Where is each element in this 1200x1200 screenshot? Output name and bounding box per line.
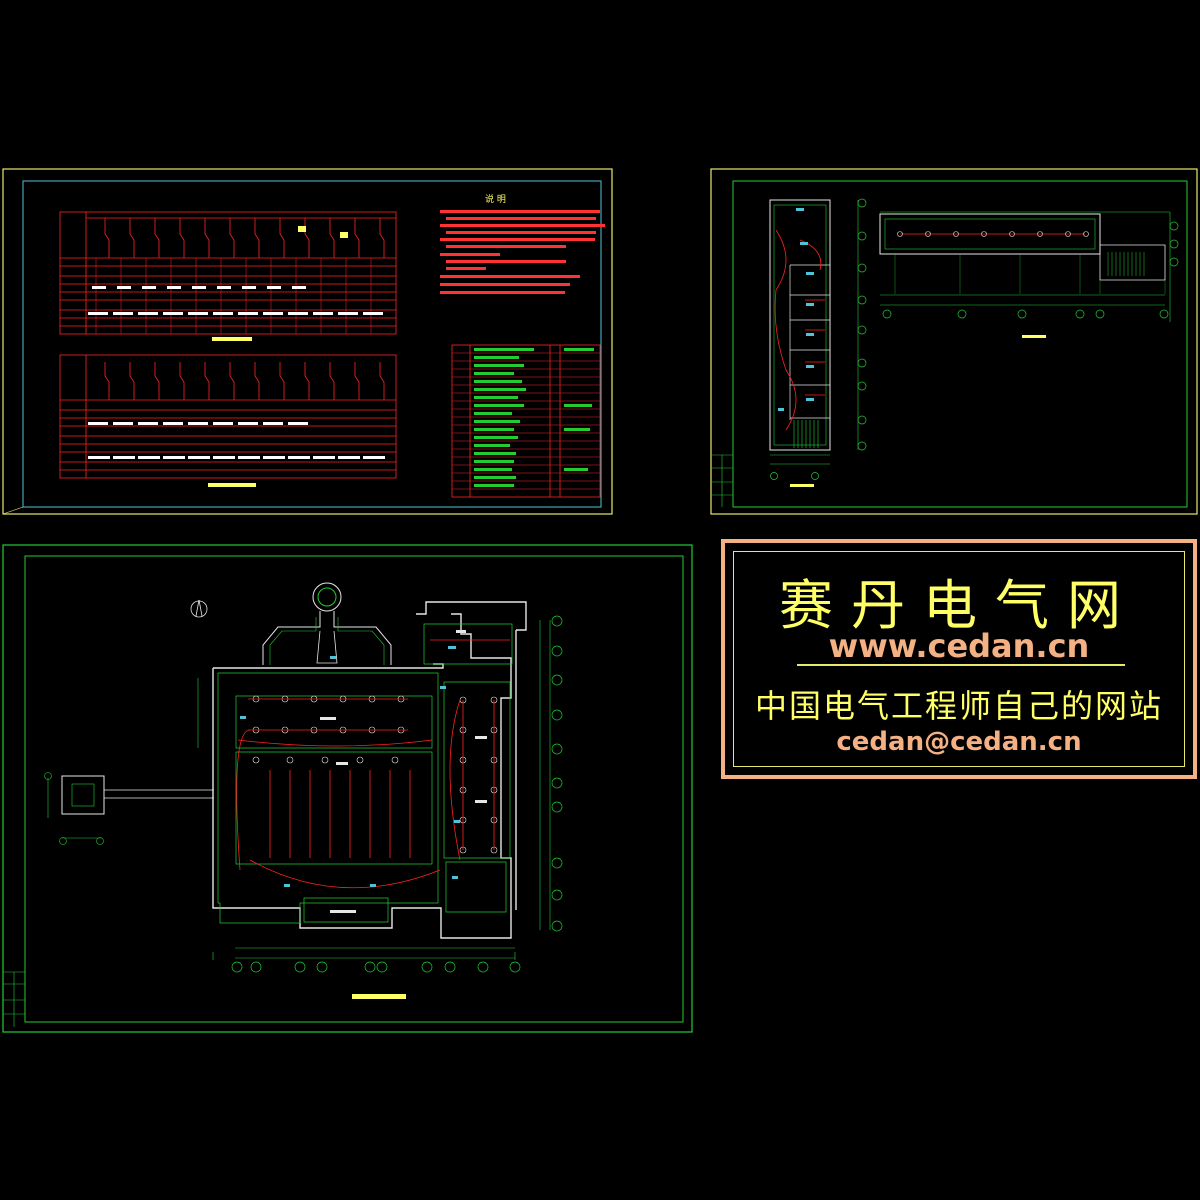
ground-plan-dimensions bbox=[197, 620, 551, 960]
main-building-outline bbox=[212, 601, 527, 939]
design-notes bbox=[440, 210, 605, 294]
vertical-wing-plan bbox=[769, 199, 859, 465]
vertical-wing-axis-bubbles bbox=[770, 198, 867, 480]
symbol-legend-table bbox=[451, 344, 601, 498]
main-building-inner-walls bbox=[217, 623, 513, 924]
brand-watermark: 赛丹电气网 www.cedan.cn 中国电气工程师自己的网站 cedan@ce… bbox=[721, 539, 1197, 779]
room-labels bbox=[320, 630, 487, 913]
ground-plan-axis-bubbles bbox=[231, 615, 563, 973]
panel-schedule-lower-cell-text bbox=[88, 422, 385, 459]
vertical-wing-fixtures bbox=[778, 208, 814, 411]
ground-plan-caption bbox=[352, 994, 406, 999]
wing-plan-sheet bbox=[710, 168, 1198, 515]
lower-schedule-caption bbox=[208, 483, 256, 487]
annex-building bbox=[44, 772, 214, 845]
panel-schedule-upper-circuits bbox=[95, 218, 385, 334]
lighting-wiring bbox=[236, 639, 510, 889]
brand-divider bbox=[797, 664, 1125, 666]
notes-heading: 说 明 bbox=[485, 193, 506, 205]
horizontal-wing-plan bbox=[879, 211, 1171, 322]
north-arrow bbox=[190, 599, 208, 618]
brand-title: 赛丹电气网 bbox=[779, 574, 1139, 637]
ground-title-block bbox=[3, 971, 25, 1027]
rotunda-entrance bbox=[262, 582, 392, 665]
brand-url: www.cedan.cn bbox=[828, 627, 1090, 665]
wing-title-block bbox=[711, 454, 733, 507]
panel-schedule-lower bbox=[59, 354, 397, 479]
horizontal-wing-axis-bubbles bbox=[882, 221, 1179, 319]
legend-green-entries bbox=[474, 348, 594, 487]
ground-plan-sheet bbox=[2, 544, 693, 1033]
fixture-labels bbox=[240, 646, 460, 887]
panel-schedule-upper bbox=[59, 211, 397, 335]
system-diagram-sheet: 说 明 bbox=[2, 168, 613, 515]
upper-schedule-caption bbox=[212, 337, 252, 341]
brand-slogan: 中国电气工程师自己的网站 bbox=[754, 687, 1163, 725]
horizontal-wing-fixtures bbox=[897, 231, 1089, 237]
brand-email: cedan@cedan.cn bbox=[836, 727, 1082, 757]
horizontal-wing-caption bbox=[1022, 335, 1046, 338]
brand-inner-frame bbox=[733, 551, 1185, 767]
vertical-wing-caption bbox=[790, 484, 814, 487]
panel-schedule-upper-cell-text bbox=[88, 286, 383, 315]
